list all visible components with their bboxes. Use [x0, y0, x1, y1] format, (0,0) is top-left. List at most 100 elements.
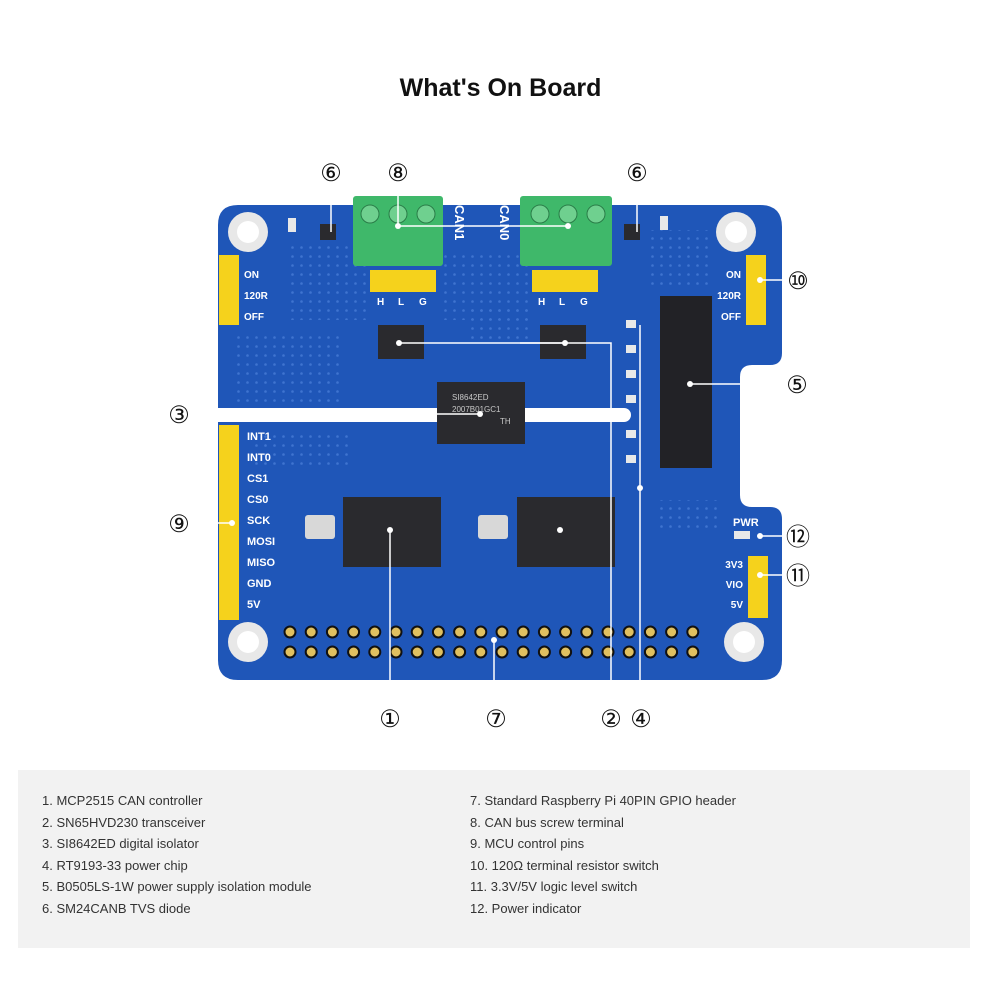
callout-5: ⑤	[786, 372, 808, 399]
svg-text:5V: 5V	[247, 599, 261, 611]
switch-labels-left: ON 120R OFF	[244, 270, 269, 323]
crystal	[305, 515, 335, 539]
gpio-pin	[410, 645, 424, 659]
gpio-pin	[495, 645, 509, 659]
svg-text:CS1: CS1	[247, 473, 268, 485]
terminal-header	[532, 270, 598, 292]
gpio-pin	[580, 625, 594, 639]
gpio-pin	[622, 645, 636, 659]
svg-text:ON: ON	[244, 270, 259, 281]
isolator-marking: SI8642ED 2007B01GC1 TH	[452, 393, 511, 426]
callout-6: ⑥	[320, 160, 342, 187]
via-field	[660, 500, 720, 530]
svg-text:SI8642ED: SI8642ED	[452, 393, 489, 402]
gpio-pin	[516, 645, 530, 659]
svg-text:OFF: OFF	[244, 312, 264, 323]
legend-column-right: 7. Standard Raspberry Pi 40PIN GPIO head…	[470, 790, 736, 919]
gpio-pin	[453, 645, 467, 659]
legend-item: 10. 120Ω terminal resistor switch	[470, 857, 659, 873]
svg-text:H: H	[538, 297, 545, 308]
legend-item: 1. MCP2515 CAN controller	[42, 793, 203, 808]
svg-text:120R: 120R	[717, 291, 742, 302]
callout-7: ⑦	[485, 706, 507, 733]
gpio-pin	[601, 625, 615, 639]
legend-item: 2. SN65HVD230 transceiver	[42, 814, 206, 830]
board-diagram: CAN1 CAN0 H L G H L G ON 120R OFF ON 120…	[168, 160, 810, 733]
leader-lines	[192, 181, 786, 706]
gpio-pin	[643, 625, 657, 639]
connector-label-can0: CAN0	[497, 205, 512, 240]
callout-labels: ① ② ③ ④ ⑤ ⑥ ⑥ ⑦ ⑧ ⑨ ⑩ ⑪ ⑫	[168, 160, 810, 733]
screw-terminal-can1	[353, 196, 443, 266]
level-labels: 3V3 VIO 5V	[725, 560, 743, 611]
tvs-diode	[624, 224, 640, 240]
svg-text:3V3: 3V3	[725, 560, 743, 571]
jumper-left	[219, 255, 239, 325]
callout-10: ⑩	[787, 268, 809, 295]
gpio-pin	[283, 625, 297, 639]
gpio-pin	[643, 645, 657, 659]
leader-dots	[229, 223, 763, 643]
svg-text:CS0: CS0	[247, 494, 268, 506]
legend-panel: 1. MCP2515 CAN controller 2. SN65HVD230 …	[18, 770, 970, 948]
callout-11: ⑪	[786, 563, 810, 590]
callout-6: ⑥	[626, 160, 648, 187]
gpio-pin	[389, 625, 403, 639]
crystal	[478, 515, 508, 539]
mounting-hole	[228, 212, 268, 252]
logic-level-jumper	[748, 556, 768, 618]
legend-column-left: 1. MCP2515 CAN controller 2. SN65HVD230 …	[42, 790, 312, 919]
mounting-hole	[228, 622, 268, 662]
svg-text:G: G	[580, 297, 588, 308]
gpio-pin	[347, 645, 361, 659]
svg-text:GND: GND	[247, 578, 272, 590]
callout-3: ③	[168, 402, 190, 429]
legend-item: 8. CAN bus screw terminal	[470, 814, 624, 830]
power-isolation-module	[660, 296, 712, 468]
svg-text:ON: ON	[726, 270, 741, 281]
gpio-pin	[495, 625, 509, 639]
via-field	[250, 430, 350, 470]
gpio-pin	[537, 645, 551, 659]
can-controller-chip	[517, 497, 615, 567]
gpio-pin	[453, 625, 467, 639]
callout-1: ①	[379, 706, 401, 733]
tvs-diode	[320, 224, 336, 240]
page-title: What's On Board	[399, 74, 602, 102]
isolation-slot	[195, 408, 631, 422]
legend-item: 9. MCU control pins	[470, 836, 585, 851]
gpio-pin	[474, 645, 488, 659]
legend-item: 3. SI8642ED digital isolator	[42, 836, 199, 851]
gpio-pin	[686, 645, 700, 659]
connector-label-can1: CAN1	[452, 205, 467, 240]
gpio-pin	[368, 625, 382, 639]
switch-labels-right: ON 120R OFF	[717, 270, 742, 323]
legend-item: 11. 3.3V/5V logic level switch	[470, 879, 638, 894]
legend-item: 12. Power indicator	[470, 900, 582, 916]
gpio-pin	[325, 625, 339, 639]
legend-item: 7. Standard Raspberry Pi 40PIN GPIO head…	[470, 793, 736, 808]
mounting-hole	[716, 212, 756, 252]
gpio-pin	[347, 625, 361, 639]
gpio-pin	[665, 645, 679, 659]
gpio-pin	[368, 645, 382, 659]
smd-part	[288, 218, 296, 232]
svg-text:INT1: INT1	[247, 431, 271, 443]
svg-text:5V: 5V	[731, 600, 744, 611]
gpio-pin	[686, 625, 700, 639]
smd-column	[626, 320, 636, 463]
smd-part	[660, 216, 668, 230]
gpio-pin	[431, 645, 445, 659]
legend-item: 4. RT9193-33 power chip	[42, 857, 188, 873]
gpio-pin	[389, 645, 403, 659]
mounting-hole	[724, 622, 764, 662]
callout-8: ⑧	[387, 160, 409, 187]
svg-text:MOSI: MOSI	[247, 536, 275, 548]
terminal-pin-labels-can1: H L G	[377, 297, 427, 308]
svg-text:L: L	[398, 297, 404, 308]
callout-9: ⑨	[168, 511, 190, 538]
svg-text:L: L	[559, 297, 565, 308]
gpio-pin	[304, 645, 318, 659]
terminal-header	[370, 270, 436, 292]
gpio-pin	[601, 645, 615, 659]
